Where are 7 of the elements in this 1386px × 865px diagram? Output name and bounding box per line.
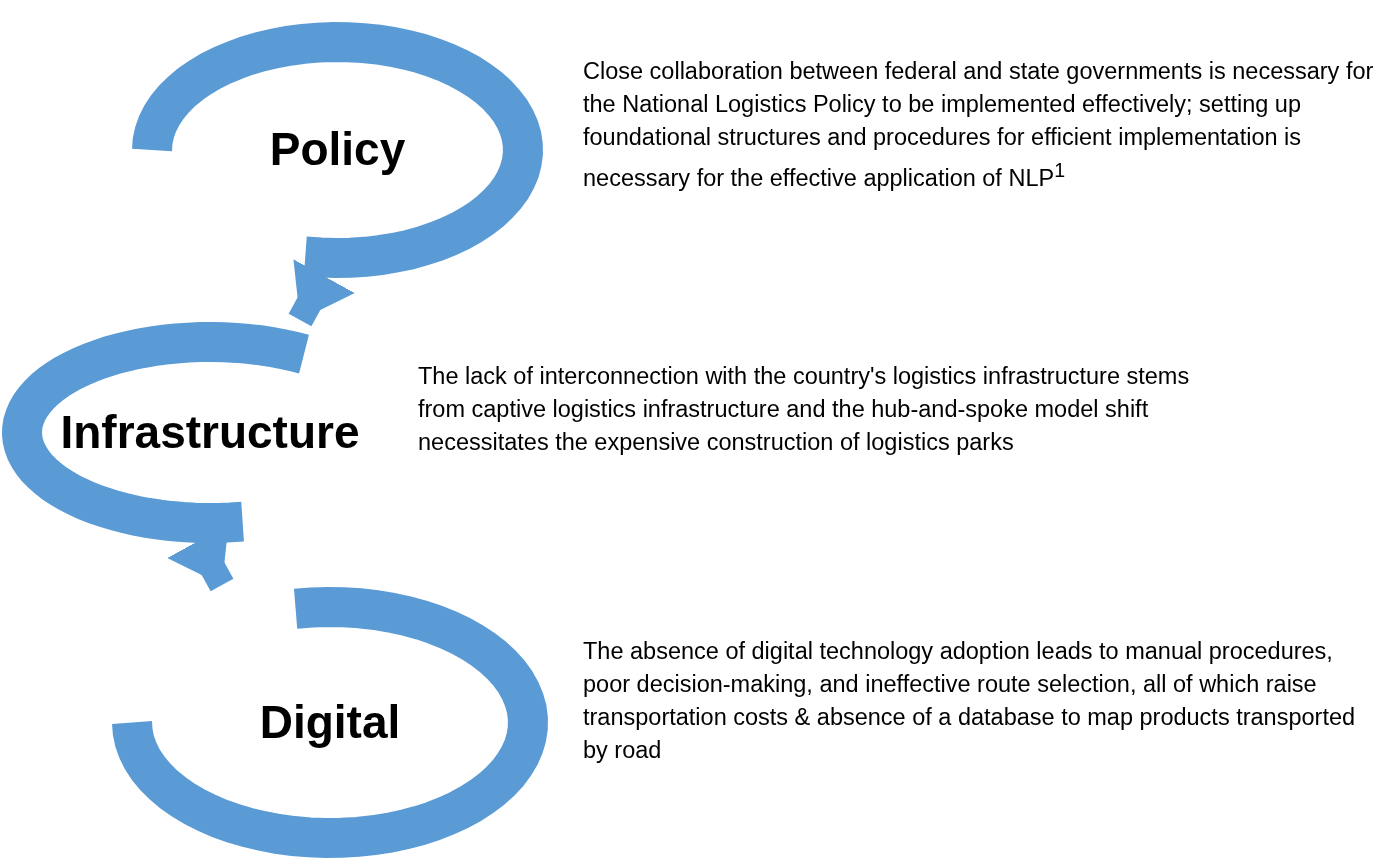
description-text: The lack of interconnection with the country's logistics infrastructure stems from captive logistics infrastructure and the hub-and-spoke model shift necessitates the expensive construction of logistics parks [418,362,1191,457]
description-text: Close collaboration between federal and state governments is necessary for the National Logistics Policy to be implemented effectively; setting up foundational structures and procedures for efficient implementation is necessary for the effective application of NLP$^{1}$ [583,57,1375,193]
description-text: The absence of digital technology adoption leads to manual procedures, poor decision-making, and ineffective route selection, all of which raise transportation costs & absence of a database to map products transported by road [583,637,1357,765]
node-title: Policy [268,122,407,176]
node-title: Digital [258,694,402,749]
node-title: Infrastructure [59,404,361,459]
arrow [288,259,355,327]
